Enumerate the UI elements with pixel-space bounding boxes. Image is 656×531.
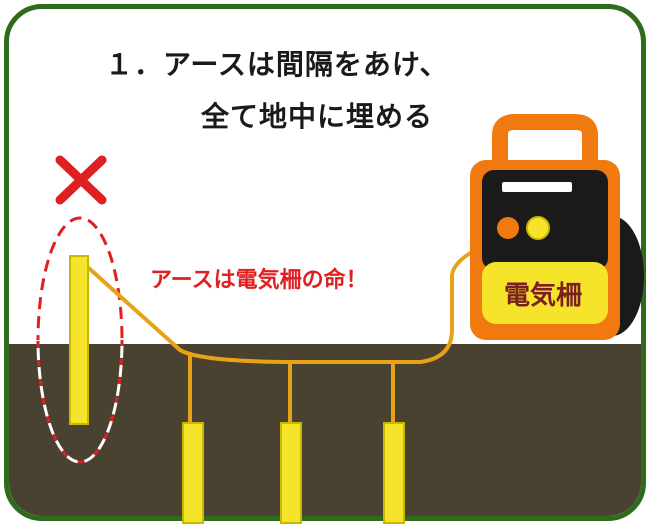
earth-rod-3 [383,422,405,524]
terminal-fence [526,216,550,240]
title-line-1: １．アースは間隔をあけ、 [105,48,449,81]
device-label: 電気柵 [503,281,582,311]
terminal-earth [497,217,519,239]
earth-rod-wrong [69,255,89,425]
earth-rod-1 [182,422,204,524]
ground-soil [9,344,641,516]
slogan-text: アースは電気柵の命！ [150,268,368,293]
energizer-device [470,114,644,340]
wrong-mark-icon [55,155,107,205]
earth-rod-2 [280,422,302,524]
title-line-2: 全て地中に埋める [201,100,434,133]
